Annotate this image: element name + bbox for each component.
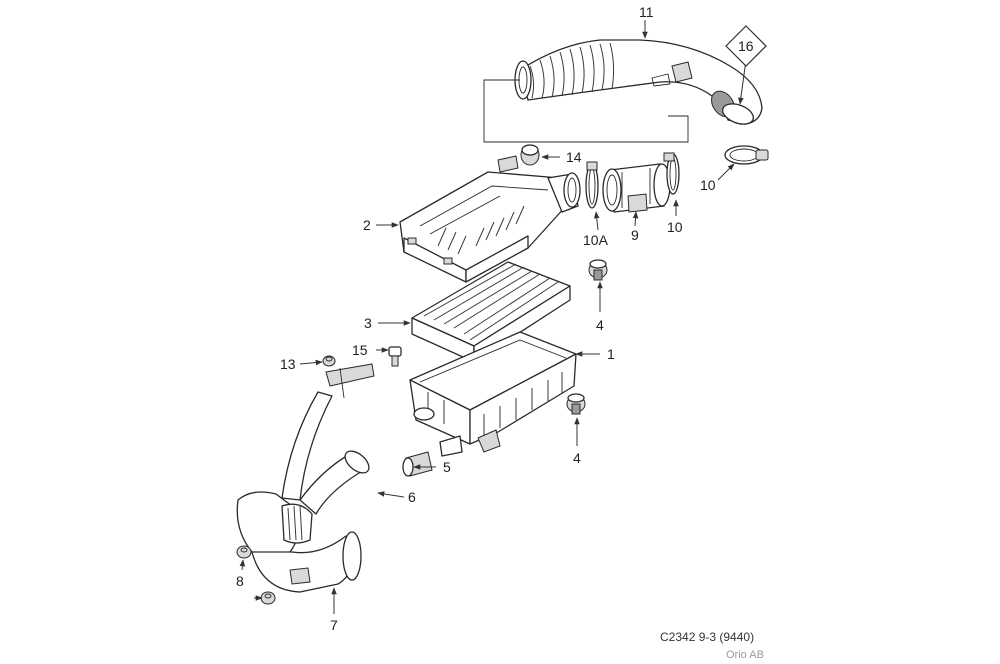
diamond-symbol-part-16 — [725, 25, 767, 67]
filter-pleats — [423, 263, 559, 341]
callout-16: 16 — [738, 38, 754, 54]
callout-9: 9 — [631, 227, 639, 243]
copyright-text: Orio AB — [726, 649, 764, 661]
callout-10A: 10A — [583, 232, 609, 248]
mass-air-flow-sensor-part-9 — [602, 163, 671, 213]
duct-bellows — [287, 505, 303, 541]
callout-3: 3 — [364, 315, 372, 331]
callout-4-lower: 4 — [573, 450, 581, 466]
callout-13: 13 — [280, 356, 296, 372]
callout-14: 14 — [566, 149, 582, 165]
intake-duct-part-6 — [281, 363, 375, 515]
callout-15: 15 — [352, 342, 368, 358]
grommet-part-14 — [520, 144, 540, 166]
cover-ribs — [437, 205, 525, 255]
callout-10-center: 10 — [667, 219, 683, 235]
hose-bellows — [529, 42, 615, 99]
fastener-part-8-upper — [236, 545, 252, 559]
intake-duct-part-7 — [236, 491, 362, 593]
housing-ribs — [427, 372, 563, 436]
nut-part-13 — [322, 355, 336, 367]
callout-4-upper: 4 — [596, 317, 604, 333]
callout-11: 11 — [639, 4, 654, 20]
air-cleaner-cover-part-2 — [399, 155, 581, 283]
hose-clamp-part-10 — [724, 145, 769, 165]
rubber-mount-part-4-upper — [588, 259, 608, 281]
callout-7: 7 — [330, 617, 338, 633]
diagram-reference: C2342 9-3 (9440) — [660, 630, 754, 644]
callout-6: 6 — [408, 489, 416, 505]
callout-8: 8 — [236, 573, 244, 589]
clamp-part-10-left — [663, 152, 680, 195]
leader-lines — [239, 20, 747, 614]
callout-5: 5 — [443, 459, 451, 475]
intake-hose-part-11 — [514, 39, 763, 125]
callout-1: 1 — [607, 346, 615, 362]
clamp-part-10A — [585, 161, 599, 209]
rubber-mount-part-4-lower — [566, 393, 586, 415]
screw-part-15 — [388, 346, 402, 367]
fastener-part-8-lower — [260, 591, 276, 605]
air-cleaner-housing-part-1 — [409, 331, 577, 457]
callout-10-right: 10 — [700, 177, 716, 193]
rubber-sleeve-part-5 — [402, 451, 433, 477]
callout-2: 2 — [363, 217, 371, 233]
assembly-bracket — [483, 79, 689, 143]
